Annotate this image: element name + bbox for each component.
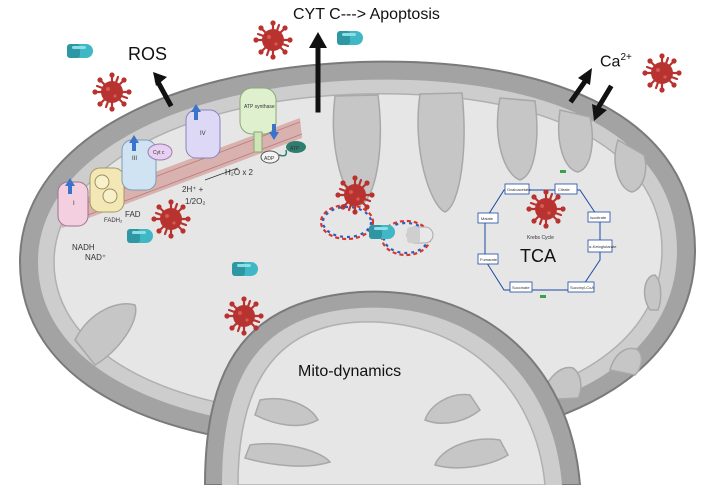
arrows [153, 32, 614, 121]
cyan-capsule-icon [337, 31, 363, 45]
mitochondrion-front [203, 290, 582, 485]
tca-metabolite-3: Succinyl-CoA [570, 285, 594, 290]
gray-capsule-icon [406, 226, 434, 244]
cyan-capsule-icon [67, 44, 93, 58]
ca-in-arrow [594, 84, 614, 112]
tca-metabolite-1: Isocitrate [590, 215, 607, 220]
ros-label: ROS [128, 44, 168, 64]
tca-metabolite-6: Malate [481, 216, 494, 221]
nadh-label: NADH [72, 243, 95, 252]
ros-arrow [154, 78, 174, 108]
h-plus-label: 2H⁺ + [182, 185, 204, 194]
atp-label: ATP [290, 146, 300, 152]
virus-icon [150, 198, 192, 240]
cytc-small-label: Cyt c [153, 150, 165, 156]
cyan-capsule-icon [369, 225, 395, 239]
etc-text-labels: I III IV Cyt c ATP synthase NADH NAD⁺ FA… [72, 104, 300, 262]
complex4-label: IV [200, 131, 206, 137]
complex3-label: III [132, 156, 137, 162]
adp-label: ADP [264, 156, 275, 162]
tca-metabolite-2: α-Ketoglutarate [589, 244, 617, 249]
calcium-text: Ca [600, 53, 621, 71]
o2-label: 1/2O₂ [185, 197, 205, 206]
atp-synthase-label: ATP synthase [244, 104, 275, 110]
calcium-label: Ca2+ [600, 52, 632, 71]
calcium-sup: 2+ [620, 52, 632, 63]
water-label: H₂O x 2 [225, 168, 254, 177]
complex1-label: I [73, 201, 75, 207]
virus-icon [334, 174, 376, 216]
cytc-apoptosis-label: CYT C---> Apoptosis [293, 6, 440, 23]
ca-out-arrow [568, 76, 590, 104]
tca-label: TCA [520, 246, 556, 266]
tca-metabolite-0: Citrate [558, 187, 571, 192]
nad-label: NAD⁺ [85, 253, 106, 262]
tca-metabolite-5: Fumarate [480, 257, 498, 262]
tca-metabolite-4: Succinate [512, 285, 530, 290]
virus-icon [91, 71, 133, 113]
cyan-capsule-icon [232, 262, 258, 276]
capsule-icons [67, 31, 434, 276]
tca-metabolite-7: Oxaloacetate [507, 187, 531, 192]
mito-dynamics-label: Mito-dynamics [298, 363, 402, 380]
fad-label: FAD [125, 210, 141, 219]
cyan-capsule-icon [127, 229, 153, 243]
virus-icon [223, 295, 265, 337]
virus-icon [252, 19, 294, 61]
fadh2-label: FADH₂ [104, 218, 123, 224]
virus-icon [525, 188, 567, 230]
krebs-label: Krebs Cycle [527, 235, 554, 241]
inner-membrane-etc [57, 87, 306, 228]
virus-icon [641, 52, 683, 94]
tca-cycle: Oxaloacetate Citrate Isocitrate α-Ketogl… [477, 170, 617, 298]
